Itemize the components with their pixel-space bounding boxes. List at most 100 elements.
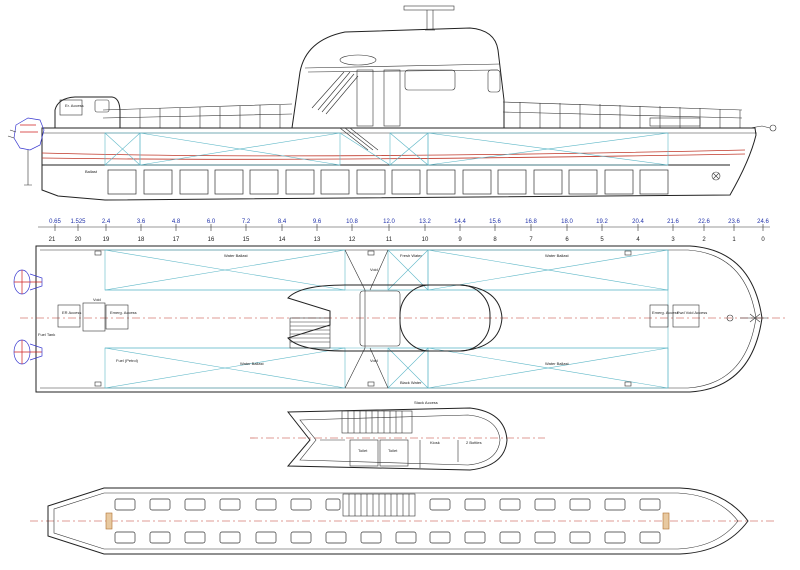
station-lower-label: 11 — [386, 237, 393, 243]
fwd-door-marker — [662, 512, 670, 530]
outboard-engine-profile-icon — [7, 117, 45, 186]
station-upper-label: 16.8 — [525, 219, 537, 225]
station-upper-label: 21.6 — [667, 219, 679, 225]
station-upper-label: 14.4 — [454, 219, 466, 225]
station-lower-label: 16 — [208, 237, 215, 243]
station-lower-label: 19 — [103, 237, 110, 243]
profile-view: Er. Access Ballast — [7, 5, 777, 201]
main-deck-windows-top — [114, 498, 661, 511]
hull-plan-view: Water Ballast Fresh Water Void Water Bal… — [13, 245, 785, 393]
station-lower-label: 13 — [314, 237, 321, 243]
station-upper-label: 22.6 — [698, 219, 710, 225]
aft-door-marker — [105, 512, 113, 530]
er-access-label: ER Access — [62, 310, 81, 315]
kiosk-label: Kiosk — [430, 440, 440, 445]
station-upper-label: 18.0 — [561, 219, 573, 225]
station-lower-label: 10 — [422, 237, 429, 243]
plan-stairs — [289, 317, 331, 349]
station-upper-label: 24.6 — [757, 219, 769, 225]
station-lower-label: 17 — [173, 237, 180, 243]
plan-engine-room — [57, 302, 768, 332]
upper-deck-rooms — [320, 439, 459, 468]
station-upper-label: 20.4 — [632, 219, 644, 225]
anchor-icon — [711, 171, 721, 181]
fwd-void-access-label: Fwd Void Access — [677, 310, 707, 315]
station-upper-label: 23.6 — [728, 219, 740, 225]
main-deck-plan — [30, 487, 775, 555]
station-scale: 0.65 1.525 2.4 3.6 4.8 6.0 7.2 8.4 9.6 1… — [38, 219, 770, 243]
station-upper-label: 3.6 — [137, 219, 146, 225]
outboard-engine-plan-icon — [13, 339, 43, 365]
station-upper-label: 2.4 — [102, 219, 111, 225]
cabin-window-oval — [339, 54, 377, 66]
cabin-side-window — [404, 69, 456, 91]
void-label: Void — [93, 297, 101, 302]
station-lower-label: 1 — [732, 237, 736, 243]
station-upper-label: 1.525 — [70, 219, 86, 225]
water-ballast-label: Water Ballast — [545, 253, 570, 258]
ballast-label: Ballast — [85, 169, 98, 174]
station-lower-label: 9 — [458, 237, 462, 243]
station-labels-upper: 0.65 1.525 2.4 3.6 4.8 6.0 7.2 8.4 9.6 1… — [49, 219, 769, 225]
upper-deck-stairs — [341, 410, 413, 434]
cabin-door-left — [356, 69, 374, 127]
station-lower-label: 18 — [138, 237, 145, 243]
station-lower-label: 6 — [565, 237, 569, 243]
station-upper-label: 0.65 — [49, 219, 61, 225]
toilet-label: Toilet — [388, 448, 398, 453]
station-lower-label: 12 — [349, 237, 356, 243]
station-lower-label: 2 — [702, 237, 706, 243]
emergency-access-label: Emerg. Access — [652, 310, 679, 315]
station-upper-label: 8.4 — [278, 219, 287, 225]
station-upper-label: 12.0 — [383, 219, 395, 225]
main-deck-windows-bottom — [114, 531, 661, 544]
plan-tank-lines — [104, 249, 669, 389]
station-lower-label: 0 — [761, 237, 765, 243]
er-access-label: Er. Access — [65, 103, 84, 108]
er-access-hatch — [59, 99, 83, 116]
bottles-label: 2 Bottles — [466, 440, 482, 445]
station-upper-label: 4.8 — [172, 219, 181, 225]
station-lower-label: 3 — [671, 237, 675, 243]
station-lower-label: 8 — [493, 237, 497, 243]
plan-tunnel — [287, 284, 503, 352]
deck-hatch — [649, 117, 701, 127]
water-ballast-label: Water Ballast — [240, 361, 265, 366]
profile-tank-lines — [104, 132, 669, 166]
hull-plan-outline — [35, 245, 763, 393]
fresh-water-label: Fresh Water — [400, 253, 423, 258]
station-upper-label: 6.0 — [207, 219, 216, 225]
station-lower-label: 15 — [243, 237, 250, 243]
void-label: Void — [370, 358, 378, 363]
main-deck-outline — [47, 487, 749, 555]
black-water-label: Black Water — [400, 380, 422, 385]
stack-access-label: Stack Access — [414, 400, 438, 405]
plan-corner-fittings — [94, 250, 632, 387]
station-upper-label: 19.2 — [596, 219, 608, 225]
fuel-tank-label: Fuel Tank — [38, 332, 55, 337]
wheelhouse — [291, 27, 505, 129]
station-ticks — [54, 224, 764, 231]
toilet-label: Toilet — [358, 448, 368, 453]
upper-deck-plan: Stack Access Toilet Toilet Kiosk 2 Bottl… — [250, 400, 545, 471]
emergency-access-label: Emerg. Access — [110, 310, 137, 315]
station-upper-label: 10.8 — [346, 219, 358, 225]
station-upper-label: 9.6 — [313, 219, 322, 225]
cabin-door-right — [383, 69, 401, 127]
station-upper-label: 15.6 — [489, 219, 501, 225]
station-lower-label: 21 — [49, 237, 56, 243]
hull-profile — [41, 127, 757, 201]
station-lower-label: 20 — [75, 237, 82, 243]
hull-sheer-red — [41, 149, 746, 157]
station-lower-label: 7 — [529, 237, 533, 243]
hull-windows-profile — [107, 169, 669, 195]
void-label: Void — [370, 267, 378, 272]
deck-railing — [102, 101, 743, 119]
station-lower-label: 14 — [279, 237, 286, 243]
upper-deck-outline — [286, 407, 508, 471]
railing-stanchions — [119, 102, 741, 128]
station-upper-label: 7.2 — [242, 219, 251, 225]
station-labels-lower: 21 20 19 18 17 16 15 14 13 12 11 10 9 8 … — [49, 237, 766, 243]
water-ballast-label: Water Ballast — [545, 361, 570, 366]
